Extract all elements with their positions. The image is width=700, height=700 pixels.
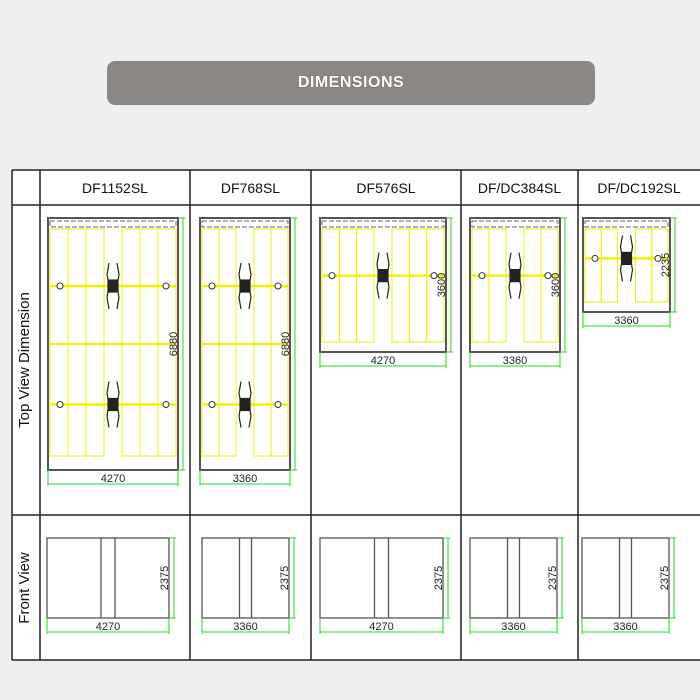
header-df768sl: DF768SL bbox=[220, 180, 281, 196]
dimensions-banner: DIMENSIONS bbox=[107, 61, 595, 105]
model-2-pallet-hole bbox=[208, 400, 216, 408]
model-1-machine-icon bbox=[106, 381, 120, 428]
model-2-machine-head bbox=[239, 279, 251, 293]
header-df576sl: DF576SL bbox=[356, 180, 416, 196]
model-2-top-width-label: 3360 bbox=[233, 473, 257, 485]
model-1-front-height-label: 2375 bbox=[159, 566, 171, 590]
model-2-pallet-hole bbox=[274, 400, 282, 408]
model-1-pallet-hole bbox=[56, 400, 64, 408]
model-2-pallet-lane bbox=[270, 228, 289, 457]
model-3-pallet-hole bbox=[328, 272, 336, 280]
model-4-top-rail bbox=[471, 220, 559, 228]
model-4-pallet-hole bbox=[544, 272, 552, 280]
model-3-top-height-label: 3600 bbox=[436, 273, 448, 297]
model-1-top-height-label: 6880 bbox=[168, 332, 180, 356]
model-4-top-width-label: 3360 bbox=[503, 355, 527, 367]
model-3-machine-head bbox=[377, 269, 389, 283]
model-3-top-rail bbox=[321, 220, 445, 228]
model-3-front-width-label: 4270 bbox=[369, 621, 393, 633]
model-5-top-width-label: 3360 bbox=[614, 315, 638, 327]
model-5-pallet-hole bbox=[654, 254, 662, 262]
model-3-pallet-lane bbox=[356, 228, 375, 343]
model-2-machine-head bbox=[239, 397, 251, 412]
model-4-pallet-lane bbox=[488, 228, 507, 343]
model-4-front-outline bbox=[469, 537, 558, 619]
banner-title: DIMENSIONS bbox=[297, 74, 405, 91]
model-1-machine-head bbox=[107, 279, 119, 293]
model-1-top-width-label: 4270 bbox=[101, 473, 125, 485]
model-5-front-height-label: 2375 bbox=[659, 566, 671, 590]
model-2-machine-icon bbox=[238, 381, 252, 428]
header-dfdc384sl: DF/DC384SL bbox=[477, 180, 562, 196]
model-4-front-width-label: 3360 bbox=[501, 621, 525, 633]
model-4-top-outline bbox=[469, 217, 561, 353]
model-1-pallet-hole bbox=[56, 282, 64, 290]
model-1-front-width-label: 4270 bbox=[96, 621, 120, 633]
model-4-pallet-lane bbox=[540, 228, 559, 343]
model-5-top-height-label: 2235 bbox=[660, 253, 672, 277]
model-2-top-rail bbox=[201, 220, 289, 228]
model-2-pallet-hole bbox=[274, 282, 282, 290]
model-4-pallet-hole bbox=[478, 272, 486, 280]
model-1-pallet-lane bbox=[157, 228, 177, 457]
model-2-front-width-label: 3360 bbox=[233, 621, 257, 633]
model-5-top-rail bbox=[584, 220, 669, 228]
model-2-top-height-label: 6880 bbox=[280, 332, 292, 356]
model-5-machine-icon bbox=[619, 235, 634, 282]
model-2-front-height-label: 2375 bbox=[279, 566, 291, 590]
model-5-pallet-lane bbox=[651, 228, 669, 303]
model-2-machine-icon bbox=[238, 262, 252, 310]
model-3-front-outline bbox=[319, 537, 444, 619]
model-5-machine-head bbox=[620, 251, 633, 266]
model-4-top-height-label: 3600 bbox=[550, 273, 562, 297]
model-5-pallet-lane bbox=[600, 228, 618, 303]
model-1-front-outline bbox=[46, 537, 170, 619]
model-1-machine-icon bbox=[106, 262, 120, 310]
model-1-machine-head bbox=[107, 397, 119, 412]
row-label-top-view: Top View Dimension bbox=[16, 292, 33, 428]
model-2-pallet-lane bbox=[218, 228, 237, 457]
model-5-front-width-label: 3360 bbox=[613, 621, 637, 633]
model-4-machine-head bbox=[509, 269, 521, 283]
model-2-pallet-hole bbox=[208, 282, 216, 290]
model-3-top-width-label: 4270 bbox=[371, 355, 395, 367]
model-3-front-height-label: 2375 bbox=[433, 566, 445, 590]
model-5-pallet-hole bbox=[591, 254, 599, 262]
model-4-front-height-label: 2375 bbox=[547, 566, 559, 590]
header-dfdc192sl: DF/DC192SL bbox=[597, 180, 681, 196]
model-1-pallet-hole bbox=[162, 282, 170, 290]
model-3-pallet-hole bbox=[430, 272, 438, 280]
model-5-front-outline bbox=[581, 537, 670, 619]
header-df1152sl: DF1152SL bbox=[82, 180, 148, 196]
model-4-machine-icon bbox=[508, 252, 522, 299]
model-3-machine-icon bbox=[376, 252, 390, 299]
model-3-top-outline bbox=[319, 217, 447, 353]
model-1-pallet-lane bbox=[85, 228, 105, 457]
row-label-front-view: Front View bbox=[16, 552, 33, 624]
model-1-pallet-hole bbox=[162, 400, 170, 408]
model-2-front-outline bbox=[201, 537, 290, 619]
model-1-top-rail bbox=[49, 220, 177, 228]
model-3-pallet-lane bbox=[426, 228, 445, 343]
